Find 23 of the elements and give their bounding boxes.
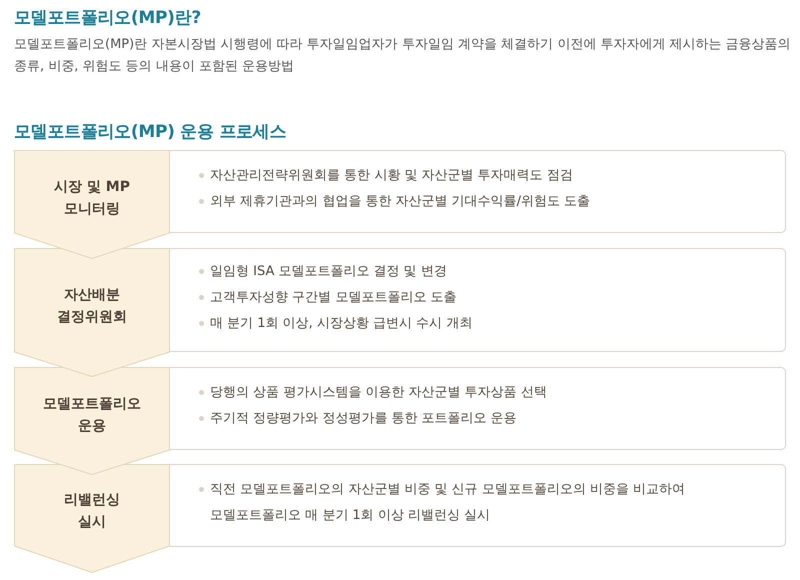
description-box — [170, 150, 786, 233]
intro-paragraph: 모델포트폴리오(MP)란 자본시장법 시행령에 따라 투자일임업자가 투자일임 계약을 체결하기 이전에 투자자에게 제시하는 금융상품의 종류, 비중, 위험도 등의 내용이 포함된 운용방법 — [14, 36, 792, 76]
bullet-text: 자산관리전략위원회를 통한 시황 및 자산군별 투자매력도 점검 — [210, 167, 573, 185]
description-box — [170, 464, 786, 547]
section-heading: 모델포트폴리오(MP) 운용 프로세스 — [14, 121, 286, 143]
bullet-text: 일임형 ISA 모델포트폴리오 결정 및 변경 — [210, 262, 447, 280]
step-pentagon — [14, 248, 170, 377]
step-title: 모델포트폴리오 운용 — [42, 394, 142, 436]
step-pentagon — [14, 150, 170, 259]
section-heading: 모델포트폴리오(MP)란? — [14, 7, 201, 29]
step-pentagon — [14, 464, 170, 573]
bullet-text: 외부 제휴기관과의 협업을 통한 자산군별 기대수익률/위험도 도출 — [210, 193, 590, 211]
step-title: 시장 및 MP 모니터링 — [53, 178, 131, 218]
bullet-text: 직전 모델포트폴리오의 자산군별 비중 및 신규 모델포트폴리오의 비중을 비교하여 모델포트폴리오 매 분기 1회 이상 리밸런싱 실시 — [210, 481, 686, 525]
bullet-text: 매 분기 1회 이상, 시장상황 급변시 수시 개최 — [210, 314, 472, 332]
step-pentagon — [14, 367, 170, 475]
step-title: 자산배분 결정위원회 — [56, 286, 128, 327]
description-box — [170, 248, 786, 352]
bullet-text: 주기적 정량평가와 정성평가를 통한 포트폴리오 운용 — [210, 410, 517, 428]
description-box — [170, 367, 786, 450]
step-title: 리밸런싱 실시 — [63, 491, 121, 532]
bullet-text: 고객투자성향 구간별 모델포트폴리오 도출 — [210, 288, 456, 306]
bullet-text: 당행의 상품 평가시스템을 이용한 자산군별 투자상품 선택 — [210, 384, 547, 402]
